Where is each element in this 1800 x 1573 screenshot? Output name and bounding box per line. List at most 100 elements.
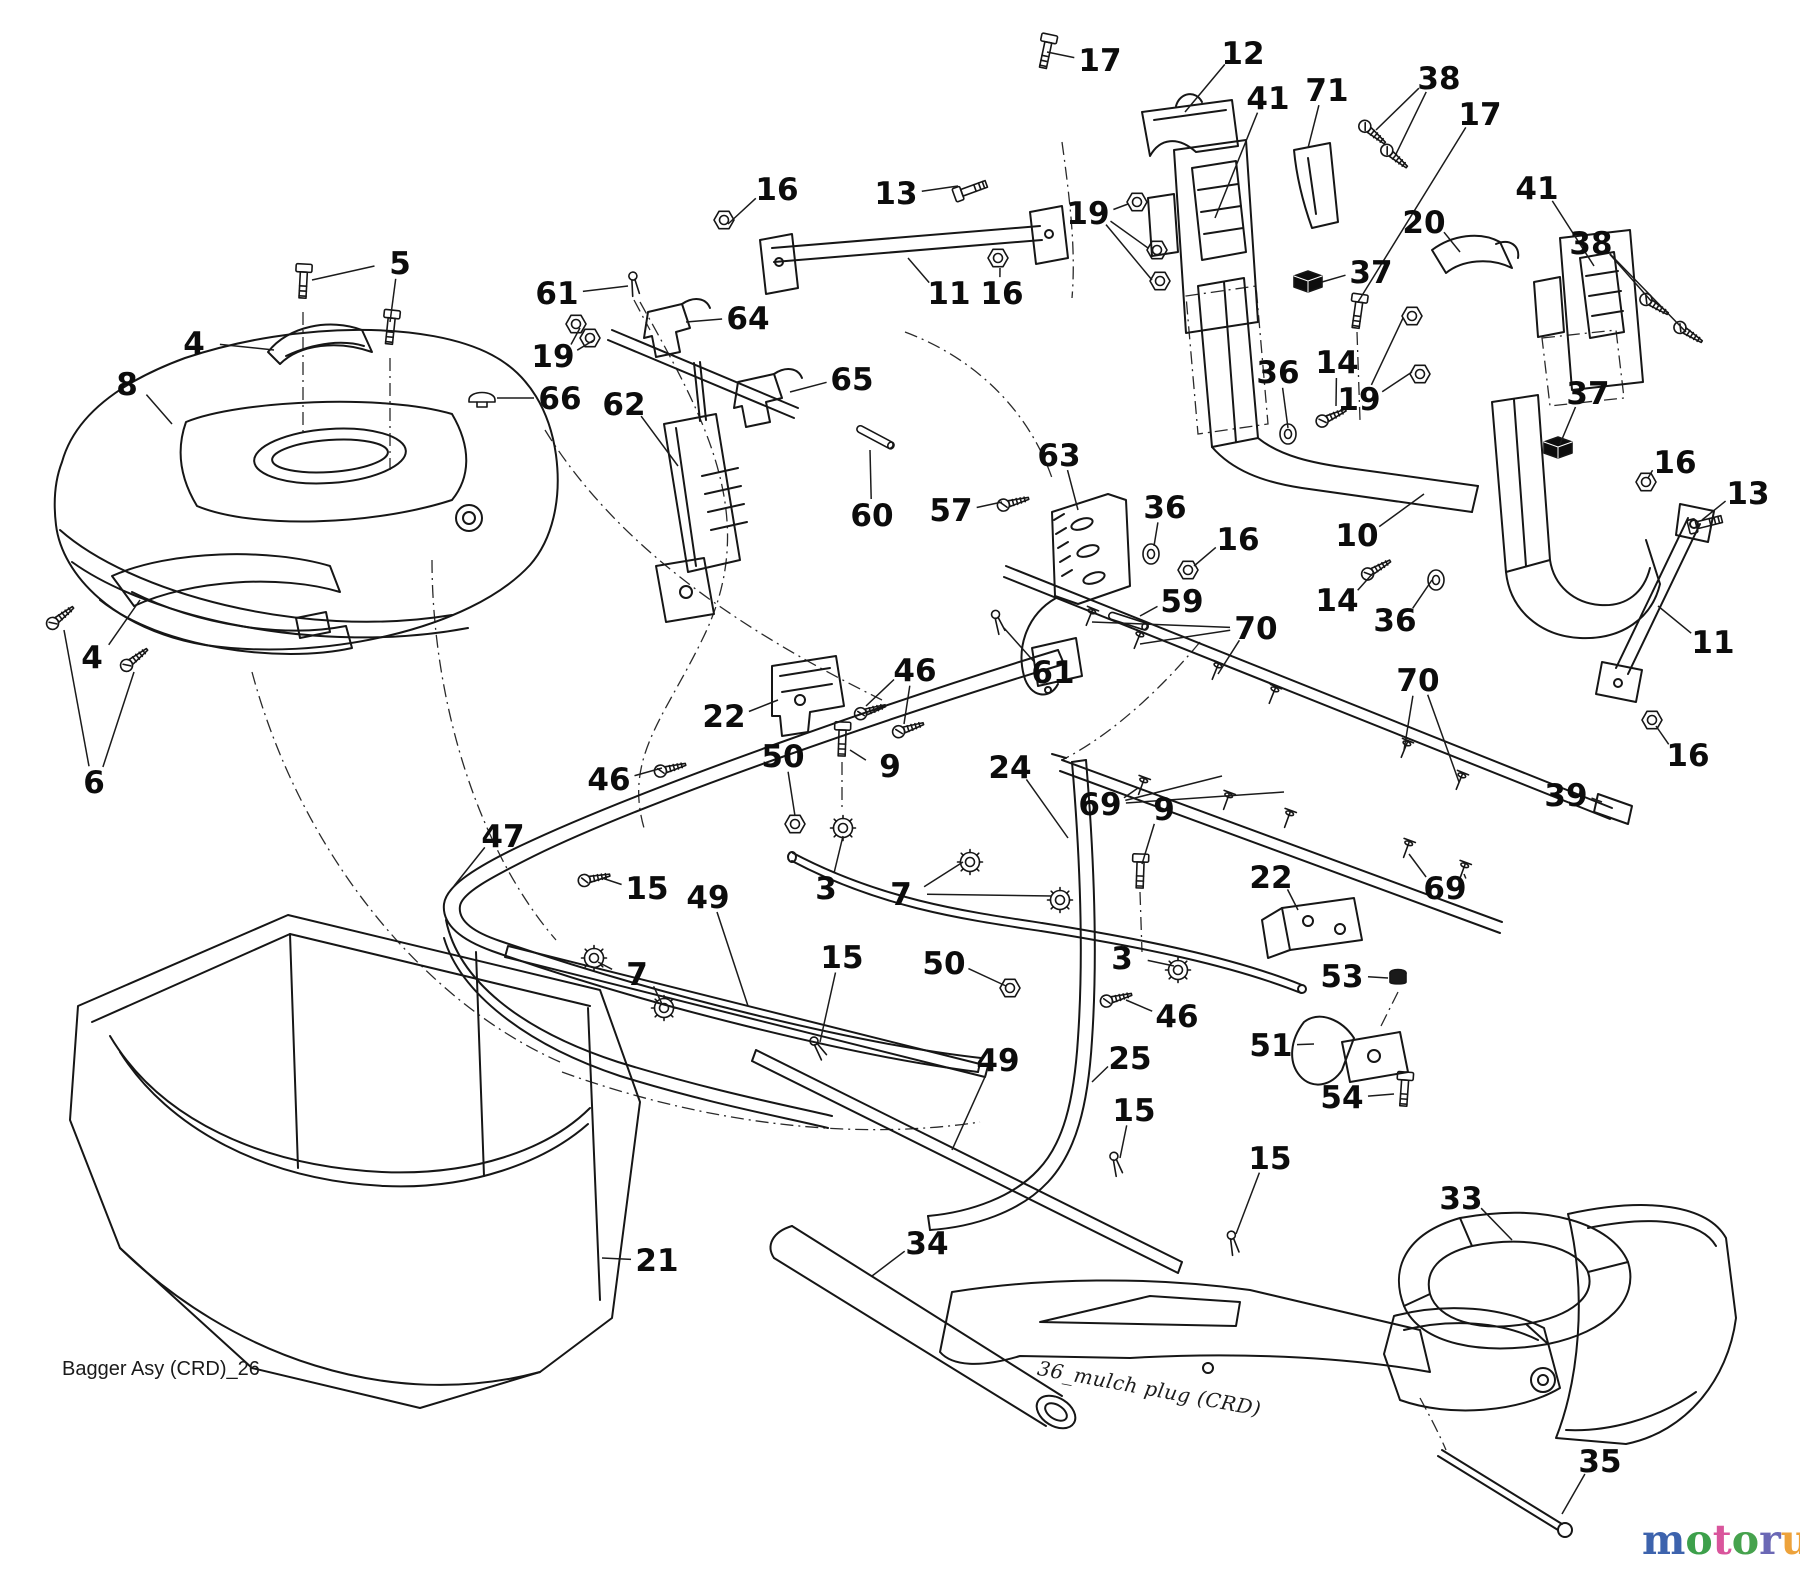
leader-line <box>1375 87 1420 131</box>
part-number-label: 37 <box>1349 255 1392 291</box>
part-number-label: 36 <box>1143 490 1186 526</box>
logo-letter: o <box>1731 1516 1760 1564</box>
screw-icon <box>577 872 611 888</box>
logo-letter: u <box>1780 1516 1800 1564</box>
cap-nut-icon <box>1389 968 1407 985</box>
leader-line <box>1125 791 1285 804</box>
leader-line <box>634 767 663 777</box>
screw-icon <box>1099 992 1133 1008</box>
hex-nut-icon <box>987 248 1009 268</box>
part-number-label: 49 <box>686 880 729 916</box>
leader-line <box>1701 500 1727 521</box>
part-number-label: 33 <box>1439 1181 1482 1217</box>
part-number-label: 53 <box>1320 959 1363 995</box>
part-number-label: 4 <box>81 640 103 676</box>
leader-line <box>1139 629 1231 645</box>
leader-line <box>311 265 375 281</box>
leader-line <box>108 599 141 646</box>
clamp-20 <box>1431 234 1520 274</box>
leader-line <box>1184 63 1226 113</box>
diagram-title: Bagger Asy (CRD)_26 <box>62 1358 260 1380</box>
logo-letter: m <box>1642 1516 1686 1564</box>
screw-icon <box>45 605 75 631</box>
leader-line <box>1214 112 1259 219</box>
part-number-label: 16 <box>755 172 798 208</box>
screw-icon <box>853 703 887 721</box>
leader-line <box>819 972 837 1043</box>
leader-line <box>1141 823 1156 865</box>
fasteners <box>45 32 1724 1257</box>
leader-line <box>1381 371 1413 393</box>
part-number-label: 36 <box>1256 355 1299 391</box>
lever-51 <box>1291 1015 1409 1086</box>
hex-nut-icon <box>1177 560 1199 580</box>
screw-icon <box>653 762 687 778</box>
part-number-label: 20 <box>1402 205 1445 241</box>
screw-icon <box>1639 292 1670 316</box>
leader-line <box>1091 621 1231 629</box>
washer-icon <box>1427 569 1445 591</box>
part-number-label: 60 <box>850 498 893 534</box>
part-number-label: 8 <box>116 367 138 403</box>
screw-icon <box>1315 408 1347 428</box>
lid-handle <box>267 323 373 365</box>
part-number-label: 69 <box>1078 787 1121 823</box>
part-number-label: 22 <box>702 699 745 735</box>
part-number-label: 3 <box>1111 941 1133 977</box>
part-number-label: 65 <box>830 362 873 398</box>
part-number-label: 62 <box>602 387 645 423</box>
leader-line <box>1657 605 1692 634</box>
leader-line <box>1551 200 1595 267</box>
flange-nut-icon <box>956 848 984 876</box>
part-number-label: 63 <box>1037 438 1080 474</box>
leader-line <box>1091 1065 1109 1083</box>
part-number-label: 70 <box>1234 611 1277 647</box>
hex-nut-icon <box>1641 710 1663 730</box>
leader-line <box>1443 231 1461 253</box>
motoruf-wordmark: motoruf <box>1642 1520 1800 1561</box>
leader-line <box>1647 469 1654 479</box>
part-number-label: 47 <box>481 819 524 855</box>
screw-icon <box>996 496 1030 512</box>
leader-line <box>871 1250 906 1277</box>
leader-line <box>1357 127 1467 303</box>
leader-line <box>582 285 629 293</box>
washer-icon <box>1142 543 1160 565</box>
leader-line <box>1110 220 1149 249</box>
part-number-label: 46 <box>1155 999 1198 1035</box>
leader-line <box>570 327 581 345</box>
leader-line <box>849 749 867 761</box>
push-pin-icon <box>1268 683 1283 705</box>
logo-letter: r <box>1759 1516 1781 1564</box>
part-number-label: 17 <box>1078 43 1121 79</box>
leader-line <box>1003 627 1035 662</box>
push-pin-icon <box>1211 659 1226 681</box>
part-number-label: 14 <box>1315 345 1358 381</box>
motoruf-logo[interactable]: motoruf.de <box>1642 1520 1800 1561</box>
leader-line <box>1367 975 1389 979</box>
leader-line <box>1235 1172 1261 1235</box>
part-number-label: 21 <box>635 1243 678 1279</box>
leader-line <box>1066 469 1079 511</box>
bumper-pad-icon <box>1543 436 1573 459</box>
part-number-label: 61 <box>535 276 578 312</box>
push-pin-icon <box>1283 807 1298 829</box>
leader-line <box>1559 406 1577 445</box>
leader-line <box>1412 579 1433 609</box>
chute-body <box>1555 1204 1737 1445</box>
leader-line <box>1046 51 1075 59</box>
leader-line <box>389 278 397 323</box>
leader-line <box>1217 639 1241 675</box>
cotter-pin-icon <box>990 609 1006 636</box>
leader-line <box>1655 725 1670 745</box>
leader-line <box>976 501 1003 509</box>
leader-line <box>640 415 679 467</box>
part-number-label: 3 <box>815 871 837 907</box>
leader-line <box>652 985 663 1005</box>
push-pin-icon <box>1085 605 1100 627</box>
bracket-63 <box>1020 493 1131 696</box>
leader-line <box>1153 522 1159 547</box>
leader-line <box>1147 959 1175 967</box>
